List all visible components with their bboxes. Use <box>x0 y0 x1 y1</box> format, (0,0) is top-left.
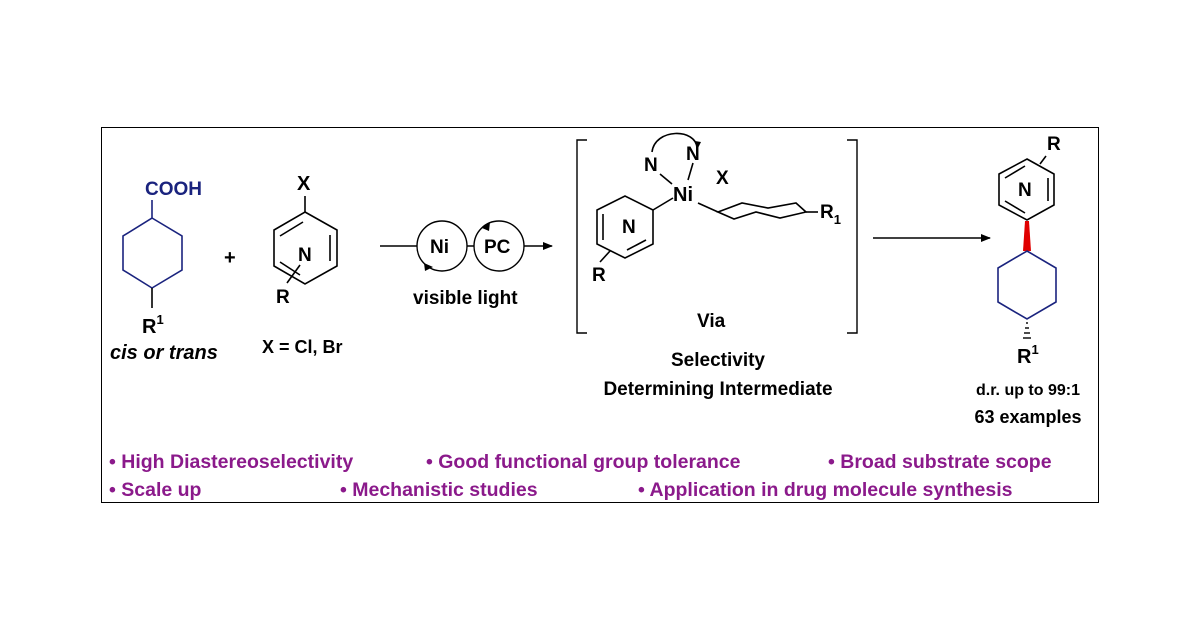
ni-intermediate: N N Ni X N R R1 Via Selectivity Determin… <box>576 132 858 400</box>
intermediate-pyr-r-label: R <box>592 265 606 286</box>
pyridine-ring <box>273 211 338 285</box>
product-pyr-r-label: R <box>1047 134 1061 155</box>
product: R N R1 d.r. up to 99:1 63 examples <box>974 134 1081 427</box>
intermediate-pyr-n-label: N <box>622 217 636 238</box>
wedge-bond <box>1023 221 1031 251</box>
product-cyclohexane-ring <box>997 250 1057 320</box>
frame-border <box>101 127 1099 503</box>
pyridine-halogen-note: X = Cl, Br <box>262 337 343 357</box>
int-pyr-double-2 <box>626 239 647 251</box>
halide-label: X <box>716 168 729 189</box>
pyridine-r-bond <box>286 264 301 284</box>
highlight-substrate-scope: • Broad substrate scope <box>828 451 1052 473</box>
ni-center-label: Ni <box>673 184 693 206</box>
product-pyridine-ring <box>998 158 1055 221</box>
pyridine-halogen-label: X <box>297 173 311 195</box>
product-pyr-r-bond <box>1039 155 1047 165</box>
highlight-drug-synthesis: • Application in drug molecule synthesis <box>638 479 1013 501</box>
chair-cyclohexane <box>715 202 808 220</box>
product-r1-label: R1 <box>1017 342 1039 368</box>
cyclohexane-acid: COOH R1 cis or trans <box>110 179 218 364</box>
ligand-n2-label: N <box>686 144 700 165</box>
n2-ni-bond <box>687 162 694 181</box>
highlight-scale-up: • Scale up <box>109 479 202 501</box>
plus-sign: + <box>224 247 236 269</box>
dual-catalysis: Ni PC visible light <box>380 220 553 309</box>
intermediate-caption-1: Selectivity <box>671 350 765 371</box>
ni-cycle-circle <box>416 220 468 272</box>
examples-label: 63 examples <box>974 407 1081 427</box>
pyridine-n-label: N <box>298 245 312 266</box>
prod-pyr-double-1 <box>1004 165 1026 179</box>
acid-r1-label: R1 <box>142 312 164 338</box>
pc-cycle-arrowhead <box>482 222 490 231</box>
product-pyr-n-label: N <box>1018 180 1032 201</box>
pyridine-r-label: R <box>276 287 290 308</box>
dr-label: d.r. up to 99:1 <box>976 382 1080 399</box>
acid-group-label: COOH <box>145 179 202 200</box>
highlight-fg-tolerance: • Good functional group tolerance <box>426 451 741 473</box>
pc-cycle-circle <box>473 220 525 272</box>
ligand-arc-arrow <box>695 141 701 150</box>
prod-pyr-double-3 <box>1004 200 1026 214</box>
hashed-bond <box>1023 322 1031 339</box>
ligand-n1-label: N <box>644 155 658 176</box>
via-label: Via <box>697 311 726 332</box>
intermediate-caption-2: Determining Intermediate <box>603 379 832 400</box>
pyridine-double-bond-1 <box>279 221 304 237</box>
acid-stereo-note: cis or trans <box>110 342 218 364</box>
highlights: • High Diastereoselectivity • Good funct… <box>109 451 1052 501</box>
ni-cyclohexyl-bond <box>697 202 719 213</box>
acid-ring <box>122 200 183 289</box>
pyridine-double-bond-3 <box>279 261 301 276</box>
ni-pyridyl-bond <box>652 197 674 211</box>
highlight-diastereoselectivity: • High Diastereoselectivity <box>109 451 353 473</box>
visible-light-label: visible light <box>413 288 518 309</box>
right-bracket <box>847 139 858 334</box>
n1-ni-bond <box>659 173 673 185</box>
intermediate-pyridine-ring <box>596 195 654 259</box>
int-pyr-r-bond <box>599 250 611 263</box>
highlight-mechanistic: • Mechanistic studies <box>340 479 538 501</box>
ni-cycle-arrowhead <box>424 263 433 271</box>
alkyl-r1-label: R1 <box>820 202 841 227</box>
ni-catalyst-label: Ni <box>430 237 449 258</box>
halopyridine: X N R X = Cl, Br <box>262 173 343 357</box>
left-bracket <box>576 139 587 334</box>
photocatalyst-label: PC <box>484 237 511 258</box>
